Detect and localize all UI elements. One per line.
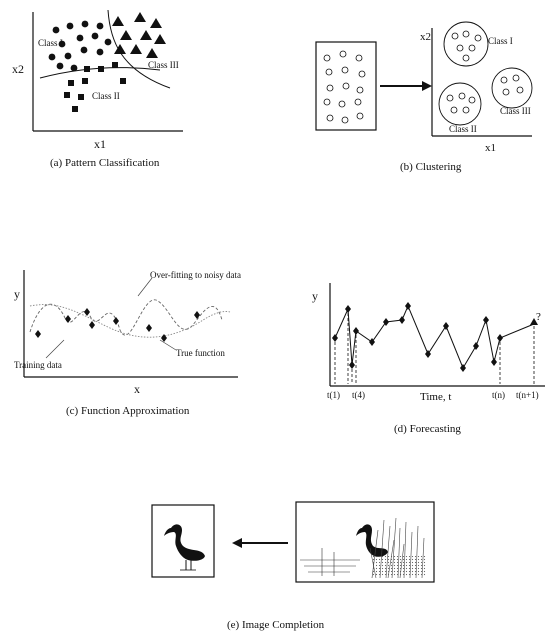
panel-d-tick-tn1: t(n+1) bbox=[516, 390, 539, 400]
panel-a-y-label: x2 bbox=[12, 62, 24, 76]
panel-a-class1-label: Class I bbox=[38, 38, 63, 48]
panel-c-overfit-curve bbox=[29, 299, 223, 336]
panel-b-cluster-points bbox=[446, 30, 524, 114]
panel-a-class3-label: Class III bbox=[148, 60, 179, 70]
panel-d-series-line bbox=[334, 304, 535, 370]
panel-d-y-label: y bbox=[312, 289, 318, 303]
panel-pattern-classification: x2 x1 Class I Class III Class II (a) Pat bbox=[12, 9, 183, 169]
panel-b-cluster-1 bbox=[443, 21, 489, 67]
panel-a-class1-points bbox=[48, 20, 112, 72]
panel-d-forecast-arrow bbox=[530, 318, 538, 325]
panel-d-tick-t4: t(4) bbox=[352, 390, 365, 400]
panel-b-caption: (b) Clustering bbox=[400, 161, 462, 173]
panel-c-overfit-label: Over-fitting to noisy data bbox=[150, 270, 241, 280]
panel-b-x-label: x1 bbox=[485, 142, 496, 154]
panel-c-y-label: y bbox=[14, 287, 20, 301]
panel-c-overfit-pointer bbox=[137, 277, 153, 297]
panel-c-training-pointer bbox=[45, 339, 65, 359]
panel-b-cluster-2 bbox=[438, 82, 482, 126]
panel-d-series-points bbox=[332, 302, 503, 372]
panel-c-training-points bbox=[35, 308, 200, 342]
panel-e-arrow-head bbox=[232, 538, 242, 548]
panel-d-projection-lines bbox=[334, 313, 535, 384]
panel-c-true-label: True function bbox=[176, 348, 225, 358]
panel-c-caption: (c) Function Approximation bbox=[66, 405, 190, 417]
panel-c-true-pointer bbox=[159, 339, 177, 351]
panel-b-class2-label: Class II bbox=[449, 124, 477, 134]
heron-scene-grass-dots bbox=[372, 556, 426, 576]
panel-e-input-box bbox=[295, 501, 435, 583]
panel-d-x-label: Time, t bbox=[420, 391, 451, 403]
panel-e-caption: (e) Image Completion bbox=[227, 619, 325, 631]
panel-b-y-label: x2 bbox=[420, 31, 431, 43]
panel-d-question-mark: ? bbox=[536, 311, 541, 323]
panel-forecasting: y Time, t bbox=[312, 283, 545, 435]
panel-b-class3-label: Class III bbox=[500, 106, 531, 116]
panel-image-completion: (e) Image Completion bbox=[151, 501, 435, 631]
panel-c-training-label: Training data bbox=[14, 360, 62, 370]
panel-b-input-box bbox=[315, 41, 377, 131]
panel-clustering: x2 x1 Class I Class II Class III (b) Clu… bbox=[315, 21, 533, 173]
panel-a-class2-label: Class II bbox=[92, 91, 120, 101]
heron-image-complete bbox=[164, 524, 205, 571]
panel-a-boundary-1-2 bbox=[39, 67, 161, 79]
panel-b-cluster-3 bbox=[491, 67, 533, 109]
panel-a-class3-points bbox=[112, 12, 166, 58]
panel-c-x-label: x bbox=[134, 382, 140, 396]
panel-function-approximation: y x Over-fitting to noisy data True func… bbox=[14, 270, 241, 417]
panel-d-tick-tn: t(n) bbox=[492, 390, 505, 400]
panel-a-caption: (a) Pattern Classification bbox=[50, 157, 160, 169]
panel-b-class1-label: Class I bbox=[488, 36, 513, 46]
panel-d-caption: (d) Forecasting bbox=[394, 423, 461, 435]
panel-b-arrow-head bbox=[422, 81, 432, 91]
heron-scene-partial bbox=[300, 517, 426, 579]
panel-a-x-label: x1 bbox=[94, 137, 106, 151]
panel-b-input-points bbox=[323, 50, 366, 124]
panel-d-tick-t1: t(1) bbox=[327, 390, 340, 400]
panel-e-output-box bbox=[151, 504, 215, 578]
panel-a-boundary-1-3 bbox=[107, 9, 171, 89]
